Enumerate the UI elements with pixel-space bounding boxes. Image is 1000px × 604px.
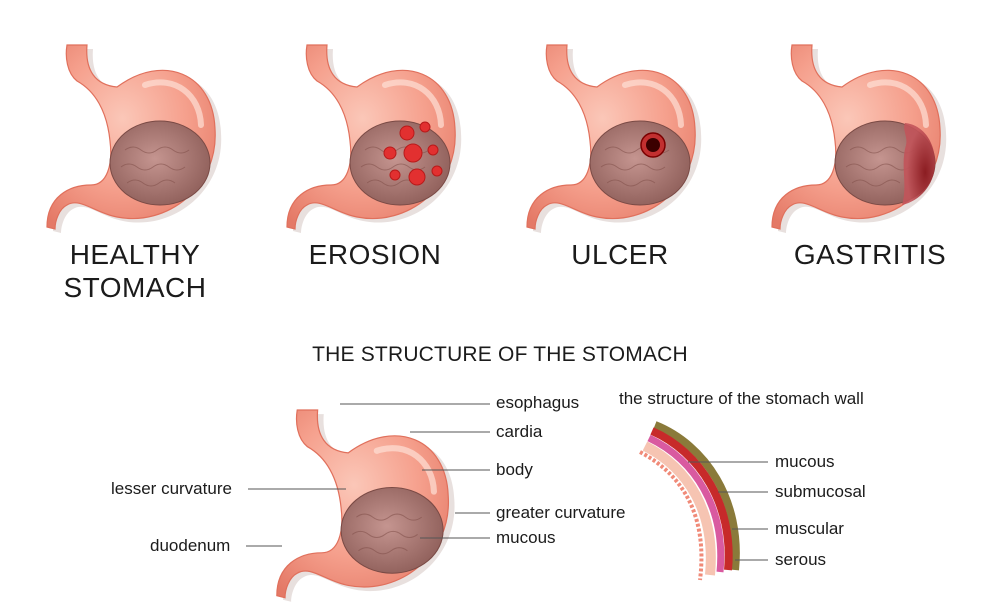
erosion-stomach-icon (287, 45, 461, 233)
structure-stomach-icon (277, 410, 455, 602)
erosion-label: EROSION (280, 238, 470, 271)
healthy-stomach-label: HEALTHY STOMACH (40, 238, 230, 304)
gastritis-stomach-icon (772, 45, 946, 233)
healthy-label-line1: HEALTHY (69, 239, 201, 270)
healthy-label-line2: STOMACH (63, 272, 207, 303)
wall-leader-lines (688, 461, 768, 561)
ulcer-label-text: ULCER (571, 239, 669, 270)
label-cardia: cardia (496, 422, 543, 441)
healthy-stomach-icon (47, 45, 221, 233)
label-esophagus: esophagus (496, 393, 580, 412)
gastritis-label-text: GASTRITIS (793, 239, 947, 270)
wall-label-submucosal: submucosal (775, 482, 866, 501)
gastritis-label: GASTRITIS (775, 238, 965, 271)
erosion-label-text: EROSION (308, 239, 442, 270)
wall-label-muscular: muscular (775, 519, 844, 538)
wall-title: the structure of the stomach wall (619, 389, 864, 408)
ulcer-stomach-icon (527, 45, 701, 233)
label-mucous: mucous (496, 528, 556, 547)
wall-label-mucous: mucous (775, 452, 835, 471)
label-greater-curvature: greater curvature (496, 503, 626, 522)
label-lesser-curvature: lesser curvature (111, 479, 232, 498)
stomach-wall-diagram (639, 421, 740, 581)
label-duodenum: duodenum (150, 536, 231, 555)
label-body: body (496, 460, 533, 479)
ulcer-label: ULCER (525, 238, 715, 271)
structure-leader-lines (246, 403, 490, 547)
structure-title: THE STRUCTURE OF THE STOMACH (312, 343, 688, 366)
wall-label-serous: serous (775, 550, 827, 569)
